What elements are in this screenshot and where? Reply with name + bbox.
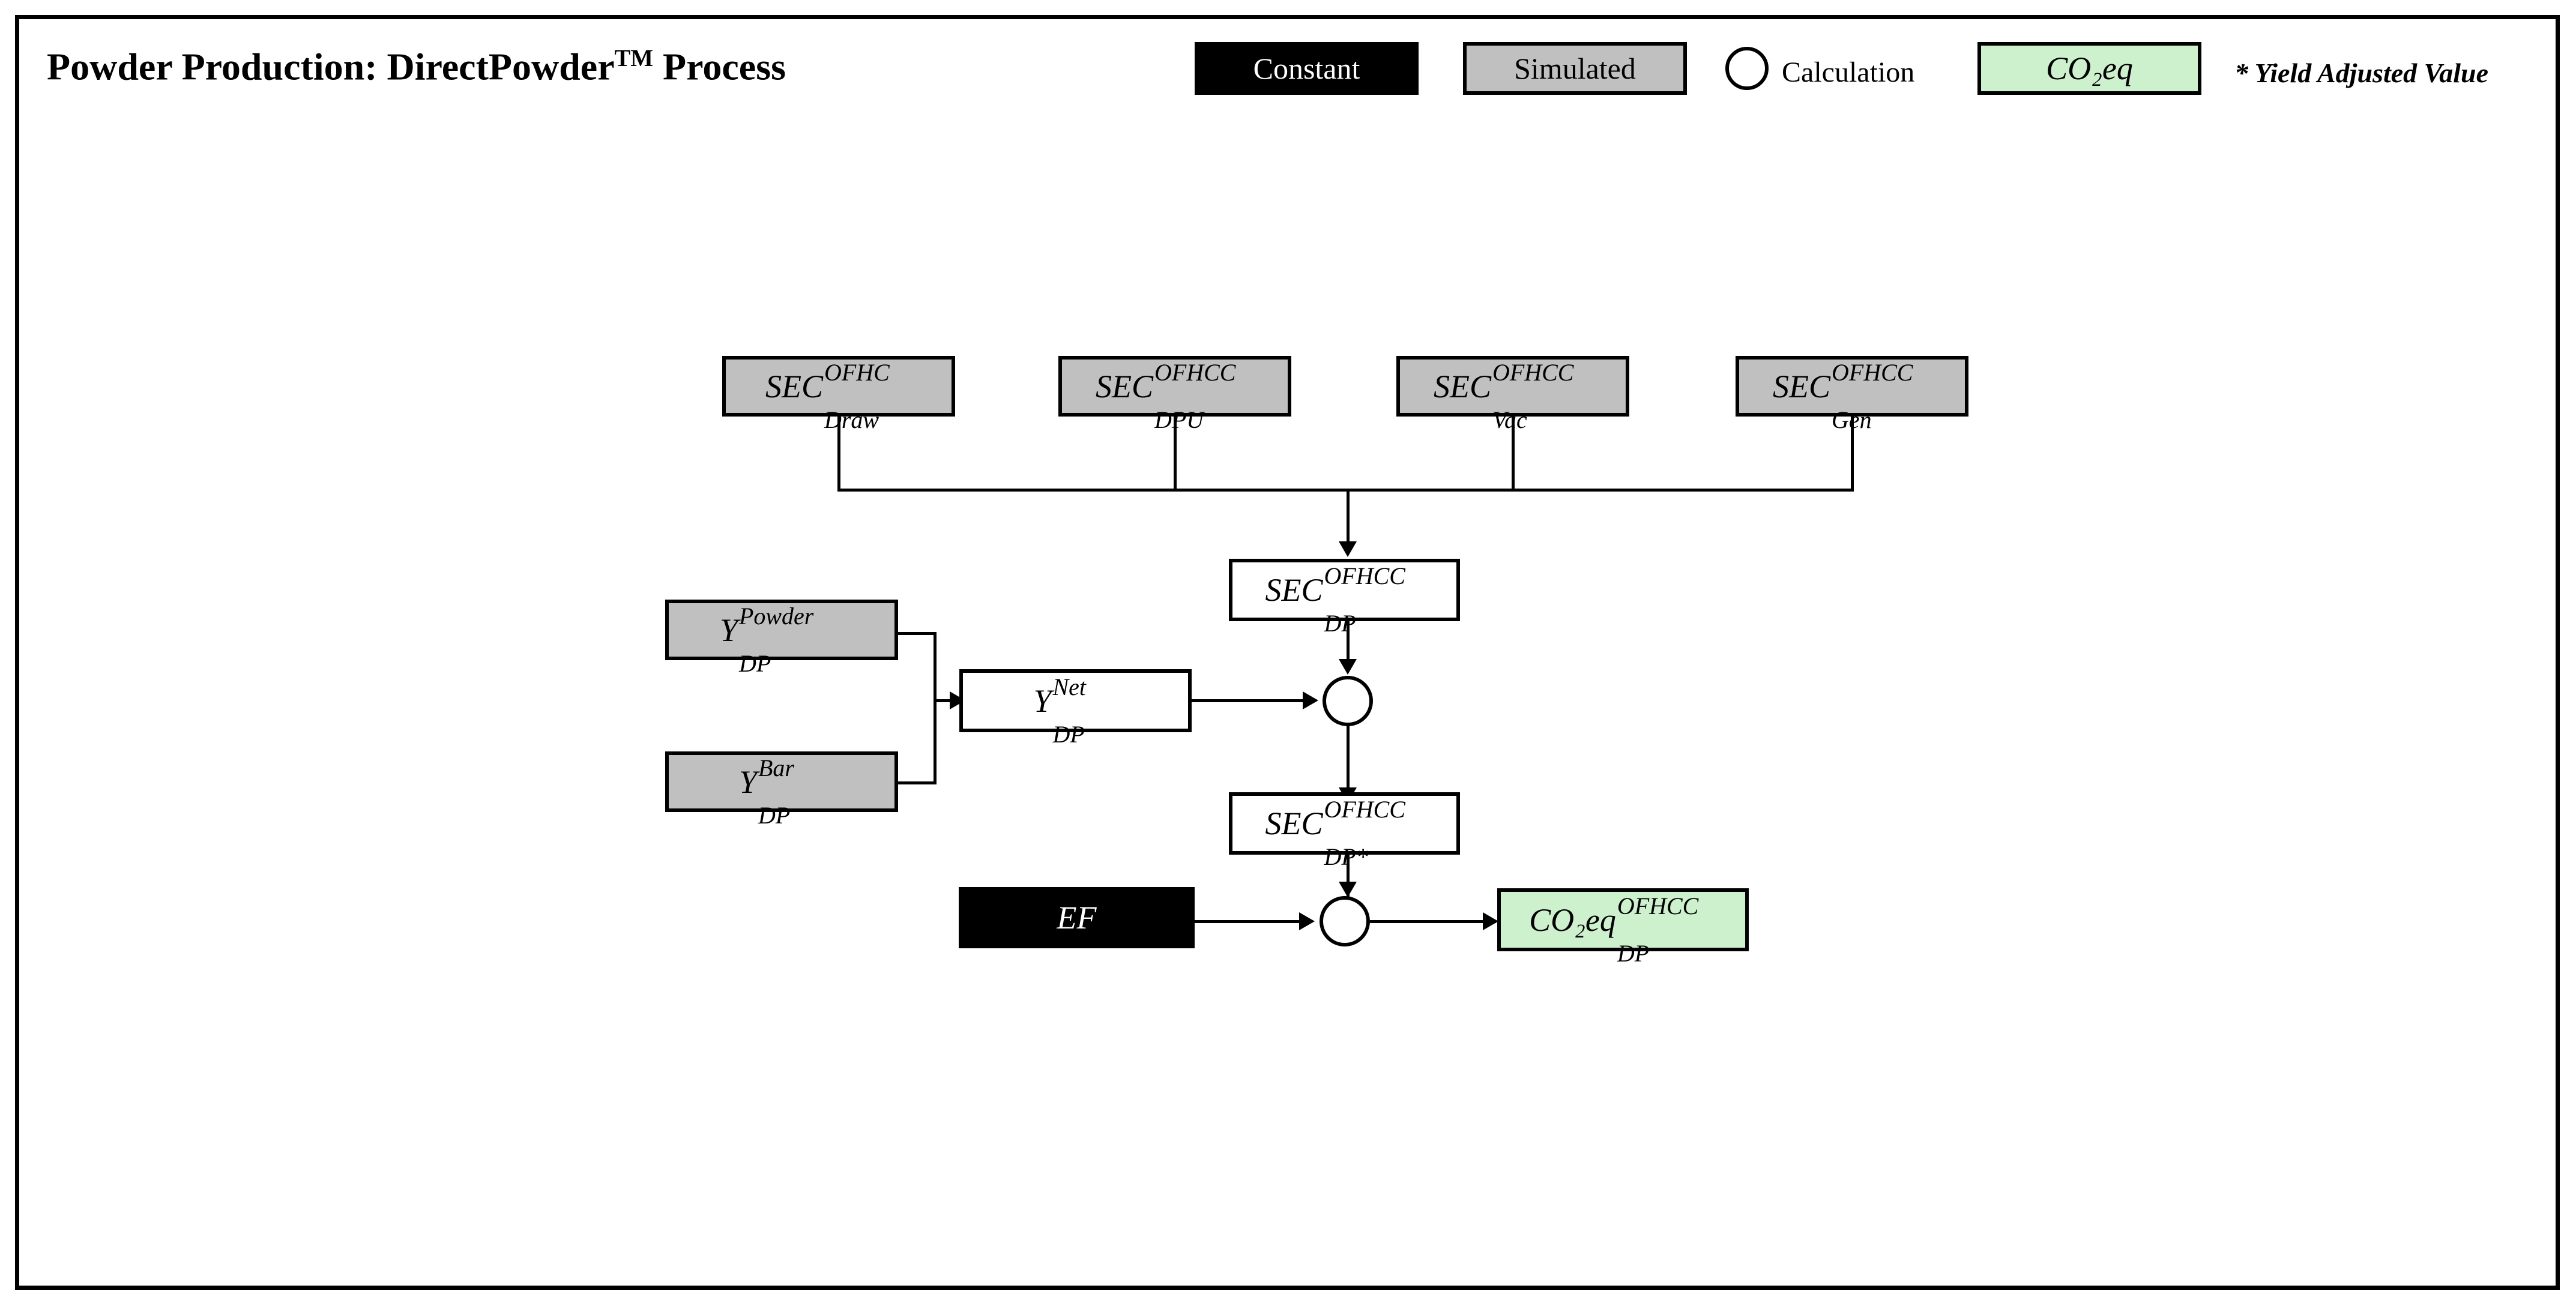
legend-yield-adjusted-note: * Yield Adjusted Value [2234,58,2489,88]
page-title: Powder Production: DirectPowderTM Proces… [47,46,786,86]
arrowhead-sec-dp-to-op1 [1339,659,1357,675]
edge-sec-dpu-drop [1174,415,1177,490]
edge-sec-gen-drop [1851,415,1854,490]
page-title-trademark: TM [614,44,654,71]
legend-simulated-swatch: Simulated [1463,42,1687,95]
edge-bus-to-sec-dp [1347,489,1350,543]
edge-op2-to-co2eq [1370,920,1496,923]
edge-op1-to-sec-dp-adj [1347,725,1350,803]
page-frame [15,15,2560,1290]
edge-sec-vac-drop [1512,415,1515,490]
legend-co2eq-swatch: CO₂eq [1977,42,2201,95]
legend-constant-label: Constant [1253,52,1360,85]
edge-sec-bus [837,489,1854,492]
legend-calculation-label: Calculation [1782,56,1915,88]
legend-constant-swatch: Constant [1195,42,1419,95]
arrowhead-bus-to-sec-dp [1339,541,1357,557]
arrowhead-sec-dp-adj-to-op2 [1339,882,1357,897]
legend-co2eq-label: CO₂eq [2046,50,2133,86]
edge-sec-draw-drop [837,415,840,490]
edge-y-bracket-to-y-net [934,699,953,702]
node-ef[interactable]: EF [959,887,1195,948]
edge-ef-to-op2 [1195,920,1303,923]
arrowhead-y-net-to-op1 [1303,691,1318,709]
operator-yield-adjust-circle[interactable] [1323,676,1373,726]
arrowhead-ef-to-op2 [1299,912,1315,930]
page-title-tail: Process [653,45,786,88]
edge-y-bar-out [897,781,937,784]
edge-y-net-to-op1 [1192,699,1306,702]
edge-y-bracket [934,632,937,784]
node-ef-label: EF [1057,900,1097,936]
arrowhead-op2-to-co2eq [1483,912,1498,930]
edge-sec-dp-adj-to-op2 [1347,855,1350,898]
legend-simulated-label: Simulated [1514,52,1636,85]
operator-emission-circle[interactable] [1320,896,1370,946]
legend-calculation-circle-icon [1725,47,1769,90]
edge-sec-dp-to-op1 [1347,621,1350,661]
page-title-main: Powder Production: DirectPowder [47,45,615,88]
edge-y-powder-out [897,632,937,635]
